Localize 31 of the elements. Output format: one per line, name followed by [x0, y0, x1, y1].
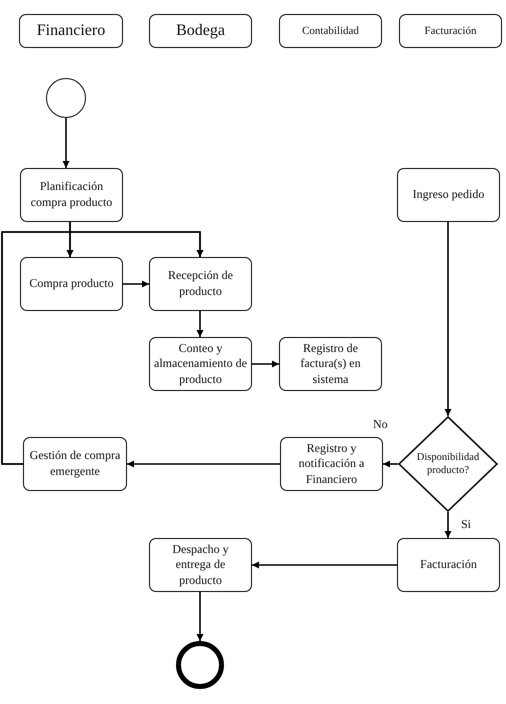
decision-diamond: [398, 416, 498, 512]
lane-header: Financiero: [19, 14, 123, 48]
process-box: Planificación compra producto: [20, 168, 123, 222]
process-box: Despacho y entrega de producto: [149, 538, 252, 592]
process-box: Conteo y almacenamiento de producto: [149, 337, 252, 391]
process-box: Ingreso pedido: [397, 168, 500, 222]
arrow: [1, 231, 204, 465]
arrow: [196, 592, 204, 641]
arrow: [252, 562, 397, 568]
arrow: [123, 280, 149, 288]
lane-header: Facturación: [399, 14, 502, 48]
arrow: [127, 460, 280, 468]
process-box: Registro y notificación a Financiero: [280, 437, 383, 491]
edge-label: Si: [460, 518, 472, 532]
arrow: [196, 311, 204, 337]
arrow: [444, 222, 452, 416]
process-box: Facturación: [397, 538, 500, 592]
lane-header: Bodega: [149, 14, 252, 48]
arrow: [444, 512, 452, 538]
arrow: [252, 360, 279, 368]
process-box: Compra producto: [20, 257, 123, 311]
end-event-circle: [176, 641, 224, 689]
decision-label: Disponibilidad producto?: [416, 450, 480, 478]
lane-header: Contabilidad: [279, 14, 382, 48]
edge-label: No: [372, 418, 389, 432]
process-box: Registro de factura(s) en sistema: [279, 337, 382, 391]
process-box: Gestión de compra emergente: [23, 437, 127, 491]
start-event-circle: [46, 78, 86, 118]
arrow: [62, 118, 70, 168]
process-box: Recepción de producto: [149, 257, 252, 311]
arrow: [383, 460, 398, 468]
